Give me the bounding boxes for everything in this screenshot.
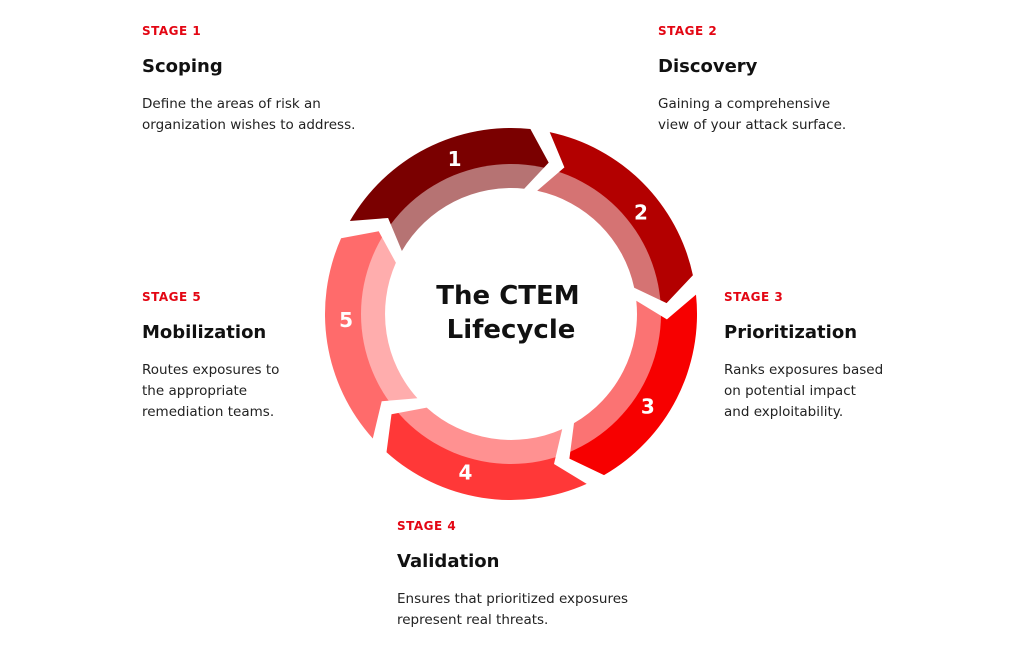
segment-numbers: 1 2 3 4 5 xyxy=(339,147,655,485)
segment-number-4: 4 xyxy=(459,461,473,485)
segment-stage-3 xyxy=(569,294,698,476)
stage-1-title: Scoping xyxy=(142,56,223,77)
stage-4-title: Validation xyxy=(397,551,500,572)
center-title-line2: Lifecycle xyxy=(447,315,576,345)
stage-4-description: Ensures that prioritized exposures repre… xyxy=(397,591,629,628)
stage-3-title: Prioritization xyxy=(724,322,858,343)
center-circle xyxy=(386,189,636,439)
segment-stage-5 xyxy=(324,231,418,439)
center-title-line1: The CTEM xyxy=(436,281,579,311)
stage-2-block: STAGE 2 Discovery Gaining a comprehensiv… xyxy=(658,24,898,136)
segment-number-3: 3 xyxy=(641,394,655,418)
stage-3-label: STAGE 3 xyxy=(724,290,784,304)
segment-number-2: 2 xyxy=(634,200,648,224)
stage-2-label: STAGE 2 xyxy=(658,24,718,38)
stage-2-title: Discovery xyxy=(658,56,758,77)
segment-number-1: 1 xyxy=(448,147,462,171)
stage-1-description: Define the areas of risk an organization… xyxy=(142,96,356,133)
segment-number-5: 5 xyxy=(339,308,353,332)
stage-5-block: STAGE 5 Mobilization Routes exposures to… xyxy=(142,290,332,423)
stage-1-block: STAGE 1 Scoping Define the areas of risk… xyxy=(142,24,382,136)
stage-3-description: Ranks exposures based on potential impac… xyxy=(724,362,884,420)
stage-5-title: Mobilization xyxy=(142,322,267,343)
segment-stage-2 xyxy=(537,132,693,304)
stage-4-block: STAGE 4 Validation Ensures that prioriti… xyxy=(397,519,657,631)
stage-2-description: Gaining a comprehensive view of your att… xyxy=(658,96,847,133)
stage-5-description: Routes exposures to the appropriate reme… xyxy=(142,362,280,420)
stage-5-label: STAGE 5 xyxy=(142,290,202,304)
segment-stage-4 xyxy=(386,407,587,501)
stage-4-label: STAGE 4 xyxy=(397,519,457,533)
stage-3-block: STAGE 3 Prioritization Ranks exposures b… xyxy=(724,290,924,423)
stage-1-label: STAGE 1 xyxy=(142,24,202,38)
segment-stage-1 xyxy=(349,127,549,251)
cycle-segments xyxy=(324,127,698,501)
